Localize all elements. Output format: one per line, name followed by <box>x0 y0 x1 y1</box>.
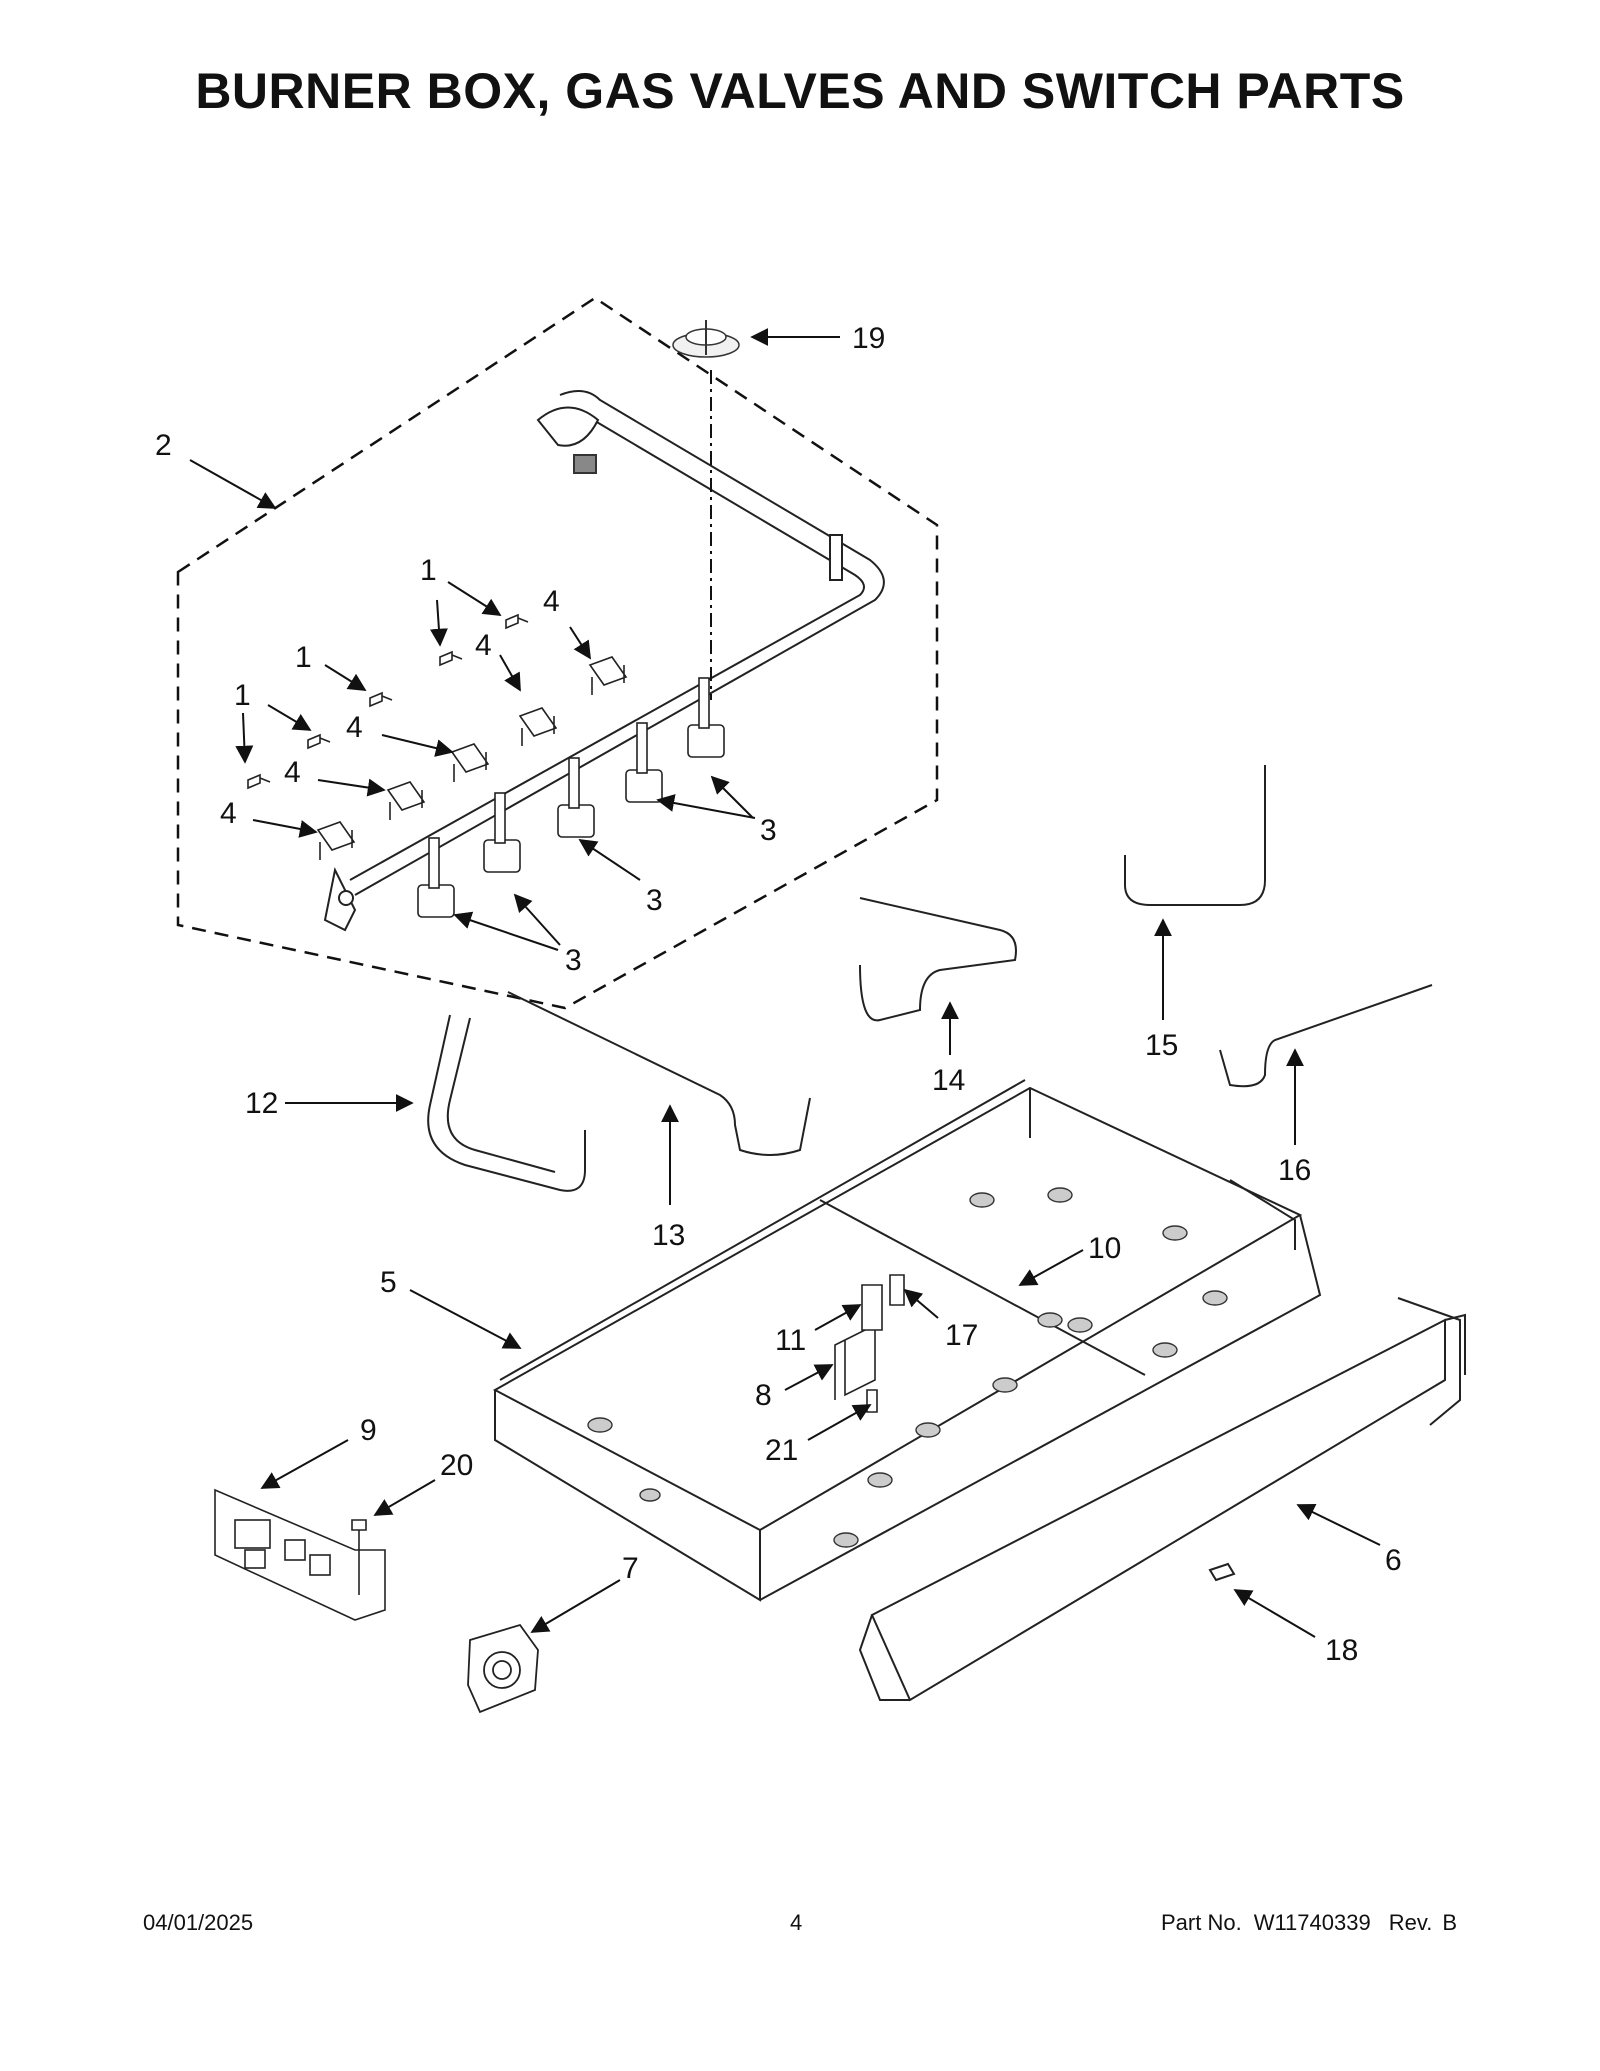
part-no-value: W11740339 <box>1253 1910 1371 1935</box>
callout-9: 9 <box>360 1414 377 1447</box>
tube-12 <box>427 1014 586 1192</box>
part-8-bracket <box>834 1323 876 1400</box>
gas-valves <box>417 677 725 918</box>
callout-1-c: 1 <box>234 679 251 712</box>
rev-value: B <box>1442 1910 1457 1935</box>
burner-box <box>492 1079 1322 1602</box>
callout-4-b: 4 <box>475 629 492 662</box>
page-title: BURNER BOX, GAS VALVES AND SWITCH PARTS <box>195 63 1405 119</box>
callout-4-c: 4 <box>346 711 363 744</box>
callout-21: 21 <box>765 1434 798 1467</box>
part-21-screw <box>866 1389 878 1413</box>
footer-part-info: Part No. W11740339 Rev. B <box>1161 1910 1457 1936</box>
tube-15 <box>1124 765 1266 906</box>
manifold-assembly-outline <box>176 296 939 1010</box>
callout-14: 14 <box>932 1064 965 1097</box>
part-19-cap <box>672 320 740 358</box>
tube-14 <box>859 897 1017 1022</box>
callout-15: 15 <box>1145 1029 1178 1062</box>
valve-screws <box>247 613 529 790</box>
valve-brackets <box>316 656 628 860</box>
leader-lines <box>189 328 1381 1638</box>
callout-1-b: 1 <box>295 641 312 674</box>
part-11-spring <box>861 1284 883 1331</box>
switch-assembly <box>214 1488 386 1621</box>
callout-4-e: 4 <box>220 797 237 830</box>
callout-18: 18 <box>1325 1634 1358 1667</box>
callout-3-c: 3 <box>565 944 582 977</box>
footer-page-number: 4 <box>790 1910 803 1935</box>
callout-5: 5 <box>380 1266 397 1299</box>
tube-13 <box>507 991 811 1156</box>
callout-labels: 19 2 1 4 4 1 1 4 4 4 3 3 3 12 13 14 15 1… <box>155 322 1402 1667</box>
part-20-screw <box>351 1519 367 1595</box>
callout-20: 20 <box>440 1449 473 1482</box>
callout-4-d: 4 <box>284 756 301 789</box>
callout-12: 12 <box>245 1087 278 1120</box>
callout-10: 10 <box>1088 1232 1121 1265</box>
callout-11: 11 <box>775 1324 806 1357</box>
callout-3-a: 3 <box>760 814 777 847</box>
callout-8: 8 <box>755 1379 772 1412</box>
callout-3-b: 3 <box>646 884 663 917</box>
part-no-label: Part No. <box>1160 1910 1242 1935</box>
footer-date: 04/01/2025 <box>143 1910 254 1935</box>
manifold-pipe <box>323 390 885 932</box>
tube-16 <box>1219 984 1433 1088</box>
switch-bracket-parts <box>834 1274 905 1413</box>
part-17-screw <box>889 1274 905 1306</box>
callout-16: 16 <box>1278 1154 1311 1187</box>
gas-tubes <box>427 765 1433 1192</box>
callout-4-a: 4 <box>543 585 560 618</box>
part-18-screw <box>1208 1562 1236 1582</box>
front-trim-panel <box>858 1297 1466 1702</box>
burner-box-holes <box>587 1187 1228 1548</box>
rev-label: Rev. <box>1388 1910 1433 1935</box>
pressure-regulator <box>467 1623 539 1714</box>
callout-19: 19 <box>852 322 885 355</box>
callout-6: 6 <box>1385 1544 1402 1577</box>
callout-17: 17 <box>945 1319 978 1352</box>
callout-7: 7 <box>622 1552 639 1585</box>
callout-13: 13 <box>652 1219 685 1252</box>
callout-1-a: 1 <box>420 554 437 587</box>
callout-2: 2 <box>155 429 172 462</box>
